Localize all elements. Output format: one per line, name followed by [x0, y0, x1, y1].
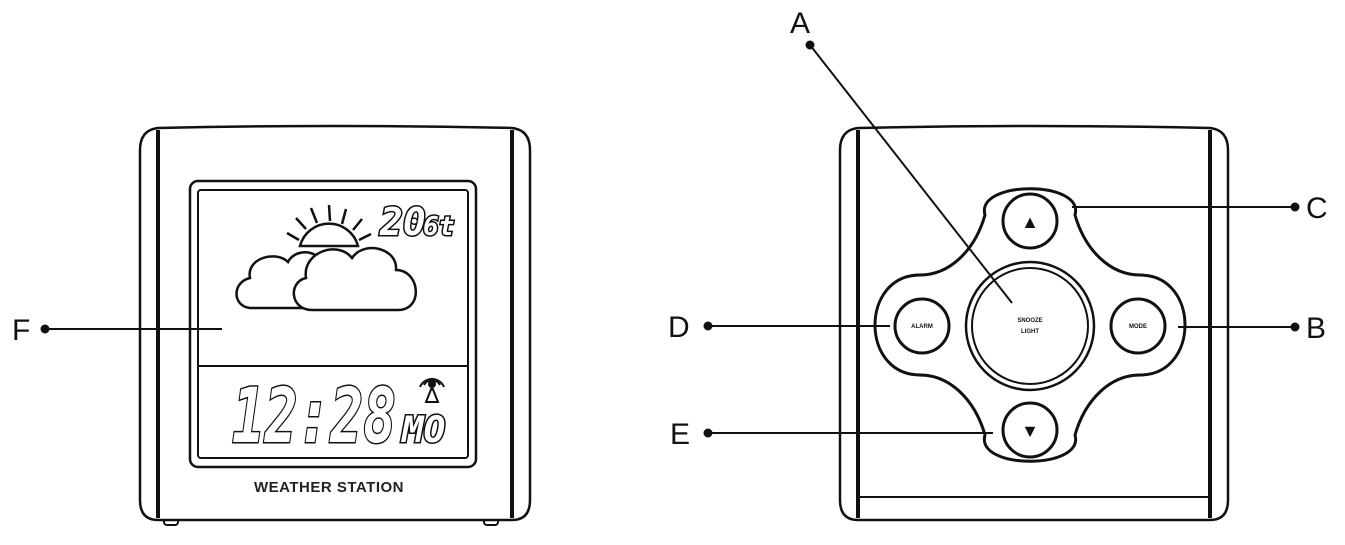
up-arrow-icon: ▲	[1021, 212, 1039, 232]
callout-label-a: A	[790, 7, 810, 40]
lcd-top-value: 20	[379, 200, 426, 244]
up-button[interactable]: ▲	[1001, 192, 1059, 250]
lcd-top-unit: 6t	[423, 212, 454, 242]
snooze-label: SNOOZE	[1017, 318, 1042, 324]
lcd-day: MO	[401, 410, 445, 451]
alarm-button-label: ALARM	[911, 324, 933, 330]
light-label: LIGHT	[1021, 329, 1039, 335]
alarm-button[interactable]: ALARM	[893, 297, 951, 355]
down-button[interactable]: ▼	[1001, 401, 1059, 459]
radio-signal-icon	[419, 378, 445, 403]
front-view: 20 6t 12:28 MO WEATHER STATION	[138, 124, 532, 526]
snooze-light-button[interactable]: SNOOZE LIGHT	[964, 260, 1096, 392]
mode-button[interactable]: MODE	[1109, 297, 1167, 355]
lcd-time: 12:28	[232, 371, 396, 460]
down-arrow-icon: ▼	[1021, 421, 1039, 441]
callout-label-f: F	[12, 314, 30, 347]
callouts	[40, 40, 1300, 438]
sun-behind-clouds-icon	[235, 204, 417, 312]
callout-label-c: C	[1306, 192, 1328, 225]
callout-label-b: B	[1306, 312, 1326, 345]
mode-button-label: MODE	[1129, 324, 1147, 330]
callout-label-e: E	[670, 418, 690, 451]
back-view: ▲ ▼ ALARM MODE SNOOZE LIGHT	[838, 124, 1230, 522]
brand-label: WEATHER STATION	[254, 479, 404, 496]
callout-label-d: D	[668, 311, 690, 344]
